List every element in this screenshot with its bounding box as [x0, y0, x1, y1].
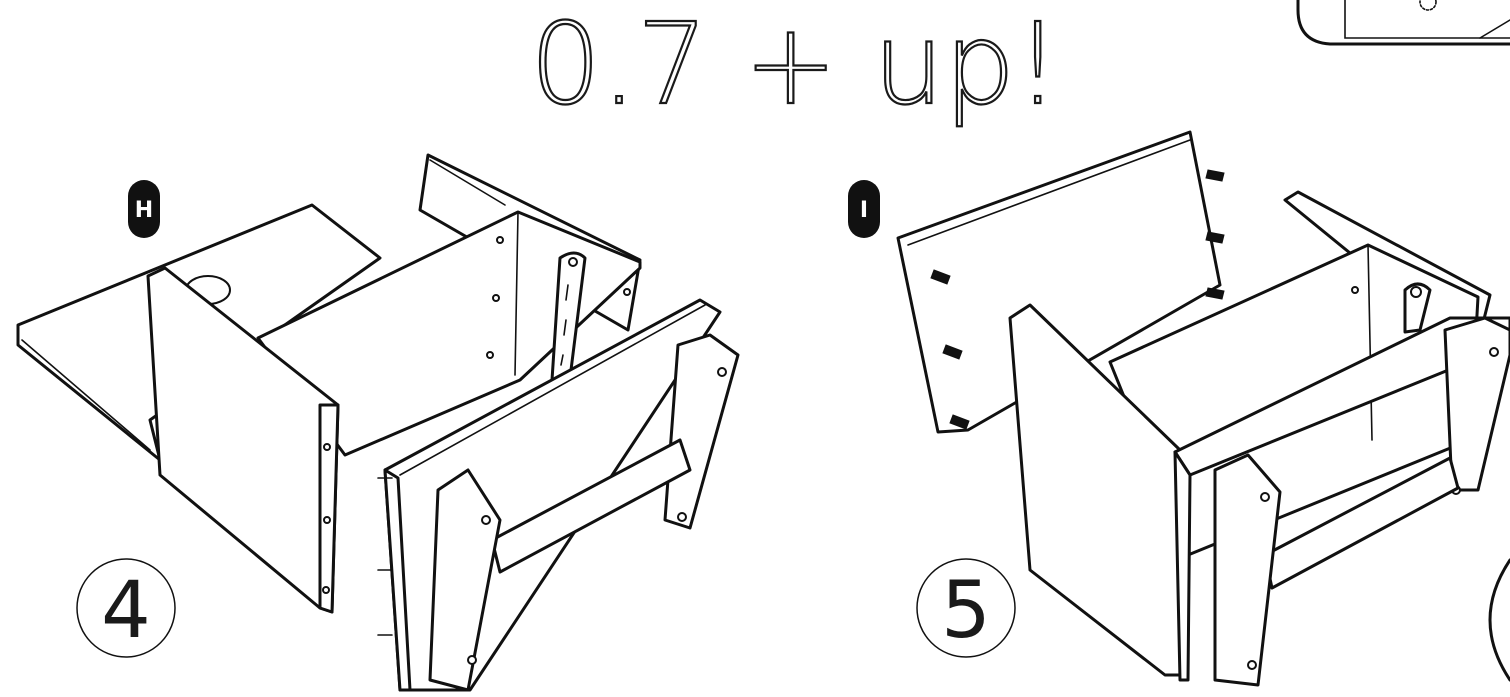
hinge-strap-step5 [1403, 282, 1432, 334]
part-badge-h: H [128, 180, 160, 238]
svg-text:5: 5 [941, 566, 991, 656]
step-number-5: 5 [916, 558, 1016, 658]
svg-text:I: I [860, 198, 868, 223]
top-right-inset-frame [1296, 0, 1510, 46]
left-leg-step4 [428, 468, 502, 692]
svg-text:H: H [135, 198, 153, 223]
age-heading: 0.7 + up! [530, 0, 1060, 130]
step-number-4: 4 [76, 558, 176, 658]
right-leg-step5 [1443, 316, 1510, 492]
step-4-illustration [16, 153, 740, 692]
cross-rail-step4 [490, 438, 692, 574]
svg-text:4: 4 [101, 566, 151, 656]
left-leg-step5 [1213, 453, 1282, 687]
hinge-strap [550, 251, 587, 382]
right-leg-step4 [663, 333, 740, 530]
next-step-circle-fragment [1488, 558, 1510, 682]
panel-i [896, 130, 1222, 434]
step-5-illustration [896, 130, 1510, 687]
part-badge-i: I [848, 180, 880, 238]
